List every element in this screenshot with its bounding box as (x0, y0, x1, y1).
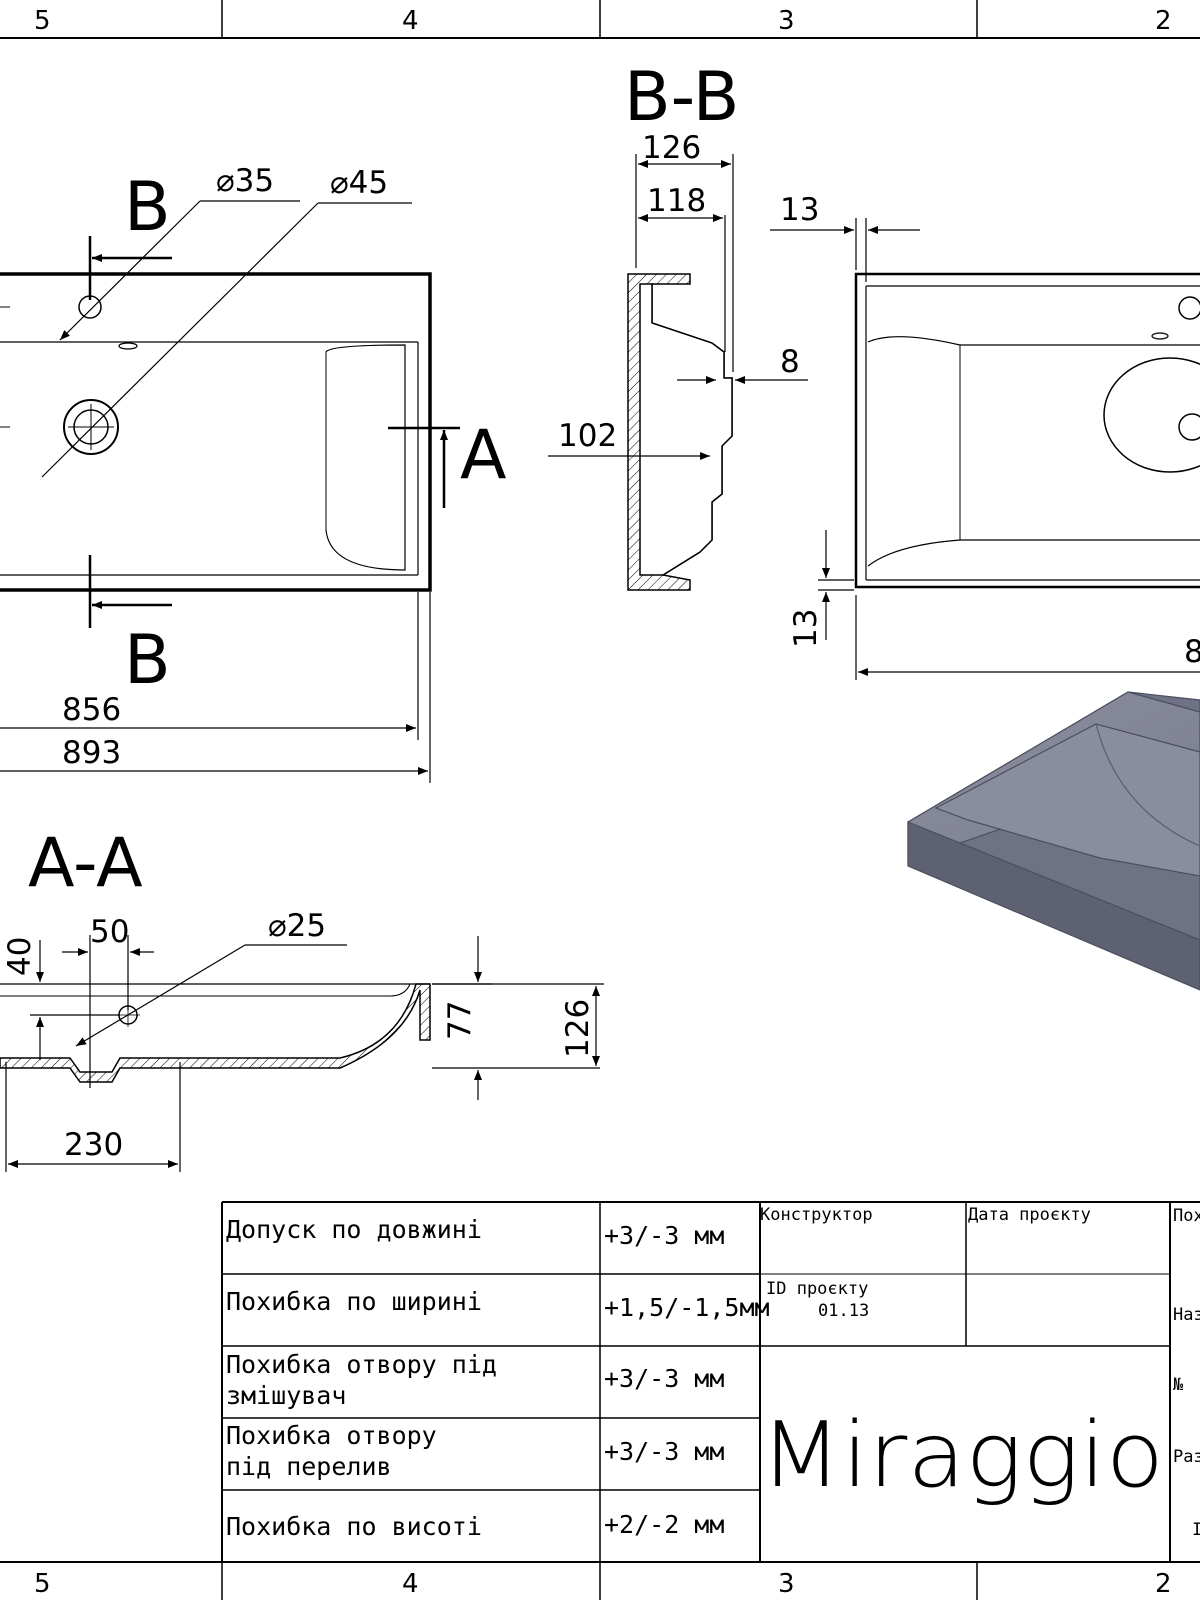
section-bb-dimensions (548, 154, 808, 460)
grid-label-top-5: 5 (34, 6, 51, 36)
tolerance-length-label: Допуск по довжині (226, 1215, 482, 1244)
section-aa-profile (0, 983, 431, 1083)
tolerance-mixer-hole-label-line1: Похибка отвору під (226, 1350, 497, 1379)
section-a-cut-marker (388, 426, 460, 508)
bb-bowl-102: 102 (558, 418, 617, 454)
tolerance-mixer-hole-value: +3/-3 мм (604, 1364, 724, 1393)
grid-label-bottom-3: 3 (778, 1569, 795, 1599)
tolerance-width-value: +1,5/-1,5мм (604, 1293, 770, 1322)
designer-label: Конструктор (760, 1205, 873, 1225)
cut-label-4: Раз (1173, 1447, 1200, 1467)
bb-depth-126: 126 (642, 130, 701, 166)
tolerance-length-value: +3/-3 мм (604, 1221, 724, 1250)
isometric-view (906, 691, 1200, 991)
front-top-13: 13 (780, 192, 819, 228)
section-b-cut-markers (88, 236, 172, 628)
section-aa-title: A-A (28, 824, 143, 903)
section-bb-profile (627, 273, 733, 591)
section-bb-title: B-B (624, 58, 739, 137)
section-b-marker-top: B (124, 168, 171, 247)
tolerance-height-label: Похибка по висоті (226, 1512, 482, 1541)
brand-logo: Miraggio (760, 1403, 1164, 1508)
project-date-label: Дата проєкту (968, 1205, 1091, 1225)
tolerance-overflow-hole-value: +3/-3 мм (604, 1437, 724, 1466)
tolerance-mixer-hole-label-line2: змішувач (226, 1381, 346, 1410)
front-view-partial (854, 272, 1200, 589)
tolerance-overflow-hole-label-line1: Похибка отвору (226, 1421, 437, 1450)
plan-width-856: 856 (62, 692, 121, 728)
section-a-marker: A (460, 416, 507, 495)
aa-offset-40: 40 (2, 937, 38, 976)
front-side-13: 13 (788, 609, 824, 648)
project-id-label: ID проєкту (766, 1279, 868, 1299)
project-id-value: 01.13 (818, 1301, 869, 1321)
cut-label-3: № (1173, 1375, 1184, 1395)
tolerance-width-label: Похибка по ширині (226, 1287, 482, 1316)
bb-step-8: 8 (780, 344, 800, 380)
aa-overflow-diameter-25: ⌀25 (268, 908, 326, 944)
tolerance-overflow-hole-label-line2: під перелив (226, 1452, 392, 1481)
front-width-partial: 8 (1184, 634, 1200, 670)
grid-label-top-2: 2 (1155, 6, 1172, 36)
bb-depth-118: 118 (647, 183, 706, 219)
diameter-leaders (41, 200, 412, 478)
plan-diameter-35: ⌀35 (216, 163, 274, 199)
cut-label-1: Пох (1173, 1206, 1200, 1226)
cut-label-5: І (1192, 1520, 1200, 1540)
front-view-dimensions (770, 218, 1200, 680)
tolerance-height-value: +2/-2 мм (604, 1510, 724, 1539)
grid-label-bottom-4: 4 (402, 1569, 419, 1599)
section-aa-dimensions (5, 935, 604, 1172)
title-block-grid (221, 1201, 1200, 1562)
section-b-marker-bottom: B (124, 621, 171, 700)
cut-label-2: Наз (1173, 1305, 1200, 1325)
plan-width-dimensions (0, 592, 431, 783)
plan-view (0, 272, 432, 592)
aa-offset-50: 50 (90, 914, 129, 950)
grid-label-bottom-5: 5 (34, 1569, 51, 1599)
plan-width-893: 893 (62, 735, 121, 771)
plan-diameter-45: ⌀45 (330, 165, 388, 201)
grid-label-top-4: 4 (402, 6, 419, 36)
grid-label-bottom-2: 2 (1155, 1569, 1172, 1599)
aa-height-126: 126 (560, 999, 596, 1058)
aa-height-77: 77 (442, 1001, 478, 1040)
grid-label-top-3: 3 (778, 6, 795, 36)
aa-drain-230: 230 (64, 1127, 123, 1163)
